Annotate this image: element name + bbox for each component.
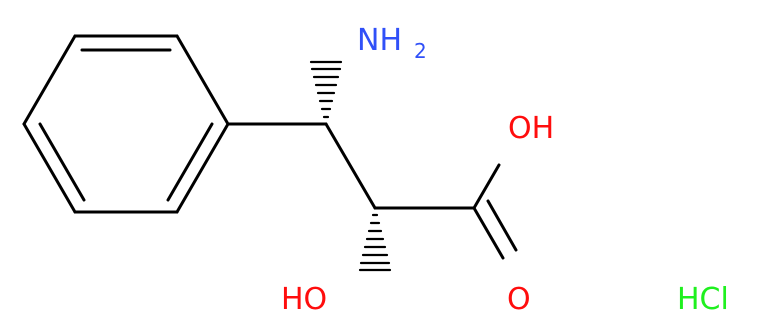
hydroxyl-bottom-label: HO xyxy=(281,282,327,317)
ring-bond-3 xyxy=(175,122,230,214)
c1-to-oh-bond xyxy=(472,163,501,210)
benzene-ring xyxy=(22,34,230,214)
hydroxyl-top-label: OH xyxy=(508,111,554,146)
hashed-wedge-amine xyxy=(309,60,343,119)
carbonyl-oxygen-label: O xyxy=(507,282,531,317)
ring-double-bond-left xyxy=(38,122,86,202)
ring-bond-2 xyxy=(175,34,230,126)
amine-label: NH xyxy=(357,23,402,58)
hydrochloride-label: HCl xyxy=(677,282,729,317)
amine-subscript: 2 xyxy=(414,39,427,63)
ring-bond-6 xyxy=(22,34,77,126)
chain-bonds xyxy=(226,122,518,260)
hashed-wedge-hydroxyl xyxy=(358,213,392,272)
ring-bond-5 xyxy=(22,122,77,214)
carbonyl-bond-b xyxy=(486,199,518,252)
ring-double-bond-right xyxy=(166,122,214,202)
carbonyl-bond-a xyxy=(472,206,505,260)
c3-to-c2-bond xyxy=(324,122,377,210)
